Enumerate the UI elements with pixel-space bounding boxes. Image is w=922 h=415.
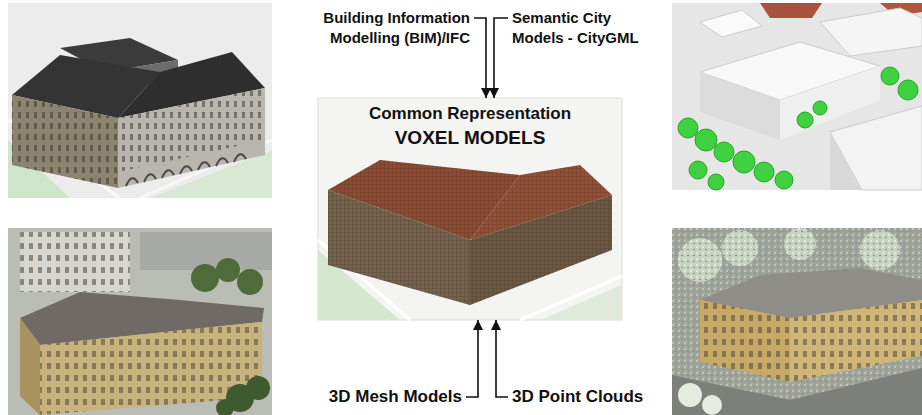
bim-model-image-part [118, 88, 265, 188]
citygml-image-part [678, 67, 918, 190]
citygml-image-part [672, 3, 922, 190]
bim-model-image-part [12, 95, 118, 188]
mesh-model-image-part [20, 232, 130, 292]
point-cloud-image-part [672, 228, 922, 415]
voxel-model-image [318, 98, 622, 320]
citygml-image-part-part [678, 118, 698, 138]
source-label-text: Building Information Modelling (BIM)/IFC [312, 8, 470, 48]
point-cloud-image-part-part [678, 383, 702, 407]
mesh-model-image-part [20, 318, 40, 415]
point-cloud-image-part [672, 368, 922, 415]
point-cloud-image-part [790, 300, 922, 382]
citygml-image-part-part [714, 142, 734, 162]
mesh-model-image-part-part [246, 376, 270, 400]
bim-model-image-part [126, 154, 246, 186]
citygml-image-part-part [689, 161, 707, 179]
arrow-connector [474, 18, 486, 98]
citygml-image-part [760, 3, 822, 18]
point-cloud-image-part-part [678, 238, 722, 282]
mesh-model-image-part-part [216, 399, 234, 415]
citygml-image-part-part [898, 80, 918, 100]
voxel-model-image-part [470, 195, 612, 305]
voxel-panel-box: Common RepresentationVOXEL MODELS [318, 98, 622, 320]
point-cloud-image-part-part [722, 230, 758, 266]
source-label-box: Building Information Modelling (BIM)/IFC [312, 8, 470, 48]
mesh-model-image-part [8, 228, 272, 415]
voxel-panel-subtext: VOXEL MODELS [318, 126, 622, 150]
arrow-connector [494, 18, 508, 98]
bim-model-image-part [12, 95, 118, 188]
citygml-image-part-part [708, 174, 724, 190]
voxel-model-image-part [318, 98, 622, 320]
source-label-box: 3D Mesh Models [326, 386, 462, 408]
citygml-image-part [830, 132, 862, 190]
point-cloud-image-part-part [702, 395, 722, 415]
mesh-model-image-part [191, 258, 263, 295]
voxel-model-image-part [328, 190, 470, 305]
mesh-model-image [8, 228, 272, 415]
citygml-image-part [700, 10, 762, 37]
citygml-image-part-part [733, 151, 755, 173]
source-label-box: 3D Point Clouds [512, 386, 646, 408]
bim-model-image-part [8, 3, 272, 198]
bim-model-image [8, 3, 272, 198]
citygml-image-part-part [695, 129, 717, 151]
mesh-model-image-part-part [191, 264, 219, 292]
citygml-image-part-part [754, 162, 774, 182]
mesh-model-image-part [216, 376, 270, 415]
mesh-model-image-part-part [216, 258, 240, 282]
voxel-model-image-part [540, 285, 622, 320]
point-cloud-image-part [672, 228, 922, 415]
citygml-image-part-part [775, 171, 793, 189]
citygml-image [672, 3, 922, 190]
point-cloud-image-part-part [860, 230, 900, 270]
citygml-image-part-part [881, 67, 899, 85]
point-cloud-image-part-part [722, 230, 758, 266]
point-cloud-image-part-part [784, 228, 816, 260]
point-cloud-image-part-part [784, 228, 816, 260]
source-label-text: 3D Mesh Models [326, 386, 462, 408]
voxel-model-image-part [328, 190, 470, 305]
source-label-text: Semantic City Models - CityGML [512, 8, 652, 48]
citygml-image-part-part [813, 101, 827, 115]
point-cloud-image-part-part [678, 238, 722, 282]
citygml-image-part [820, 8, 922, 56]
point-cloud-image-part [700, 300, 790, 382]
citygml-image-part [700, 72, 780, 140]
point-cloud-image-part [790, 300, 922, 382]
mesh-model-image-part-part [237, 269, 263, 295]
point-cloud-image-part-part [860, 230, 900, 270]
citygml-image-part-part [797, 112, 813, 128]
point-cloud-image [672, 228, 922, 415]
arrow-connector [466, 320, 478, 397]
citygml-image-part [830, 106, 922, 190]
point-cloud-image-part [700, 300, 790, 382]
source-label-box: Semantic City Models - CityGML [512, 8, 652, 48]
voxel-panel-text: Common Representation [318, 102, 622, 126]
source-label-text: 3D Point Clouds [512, 386, 646, 408]
voxel-model-image-part [470, 195, 612, 305]
point-cloud-image-part [678, 383, 722, 415]
mesh-model-image-part [20, 232, 130, 292]
arrow-connector [496, 320, 508, 397]
bim-model-image-part [118, 88, 265, 172]
